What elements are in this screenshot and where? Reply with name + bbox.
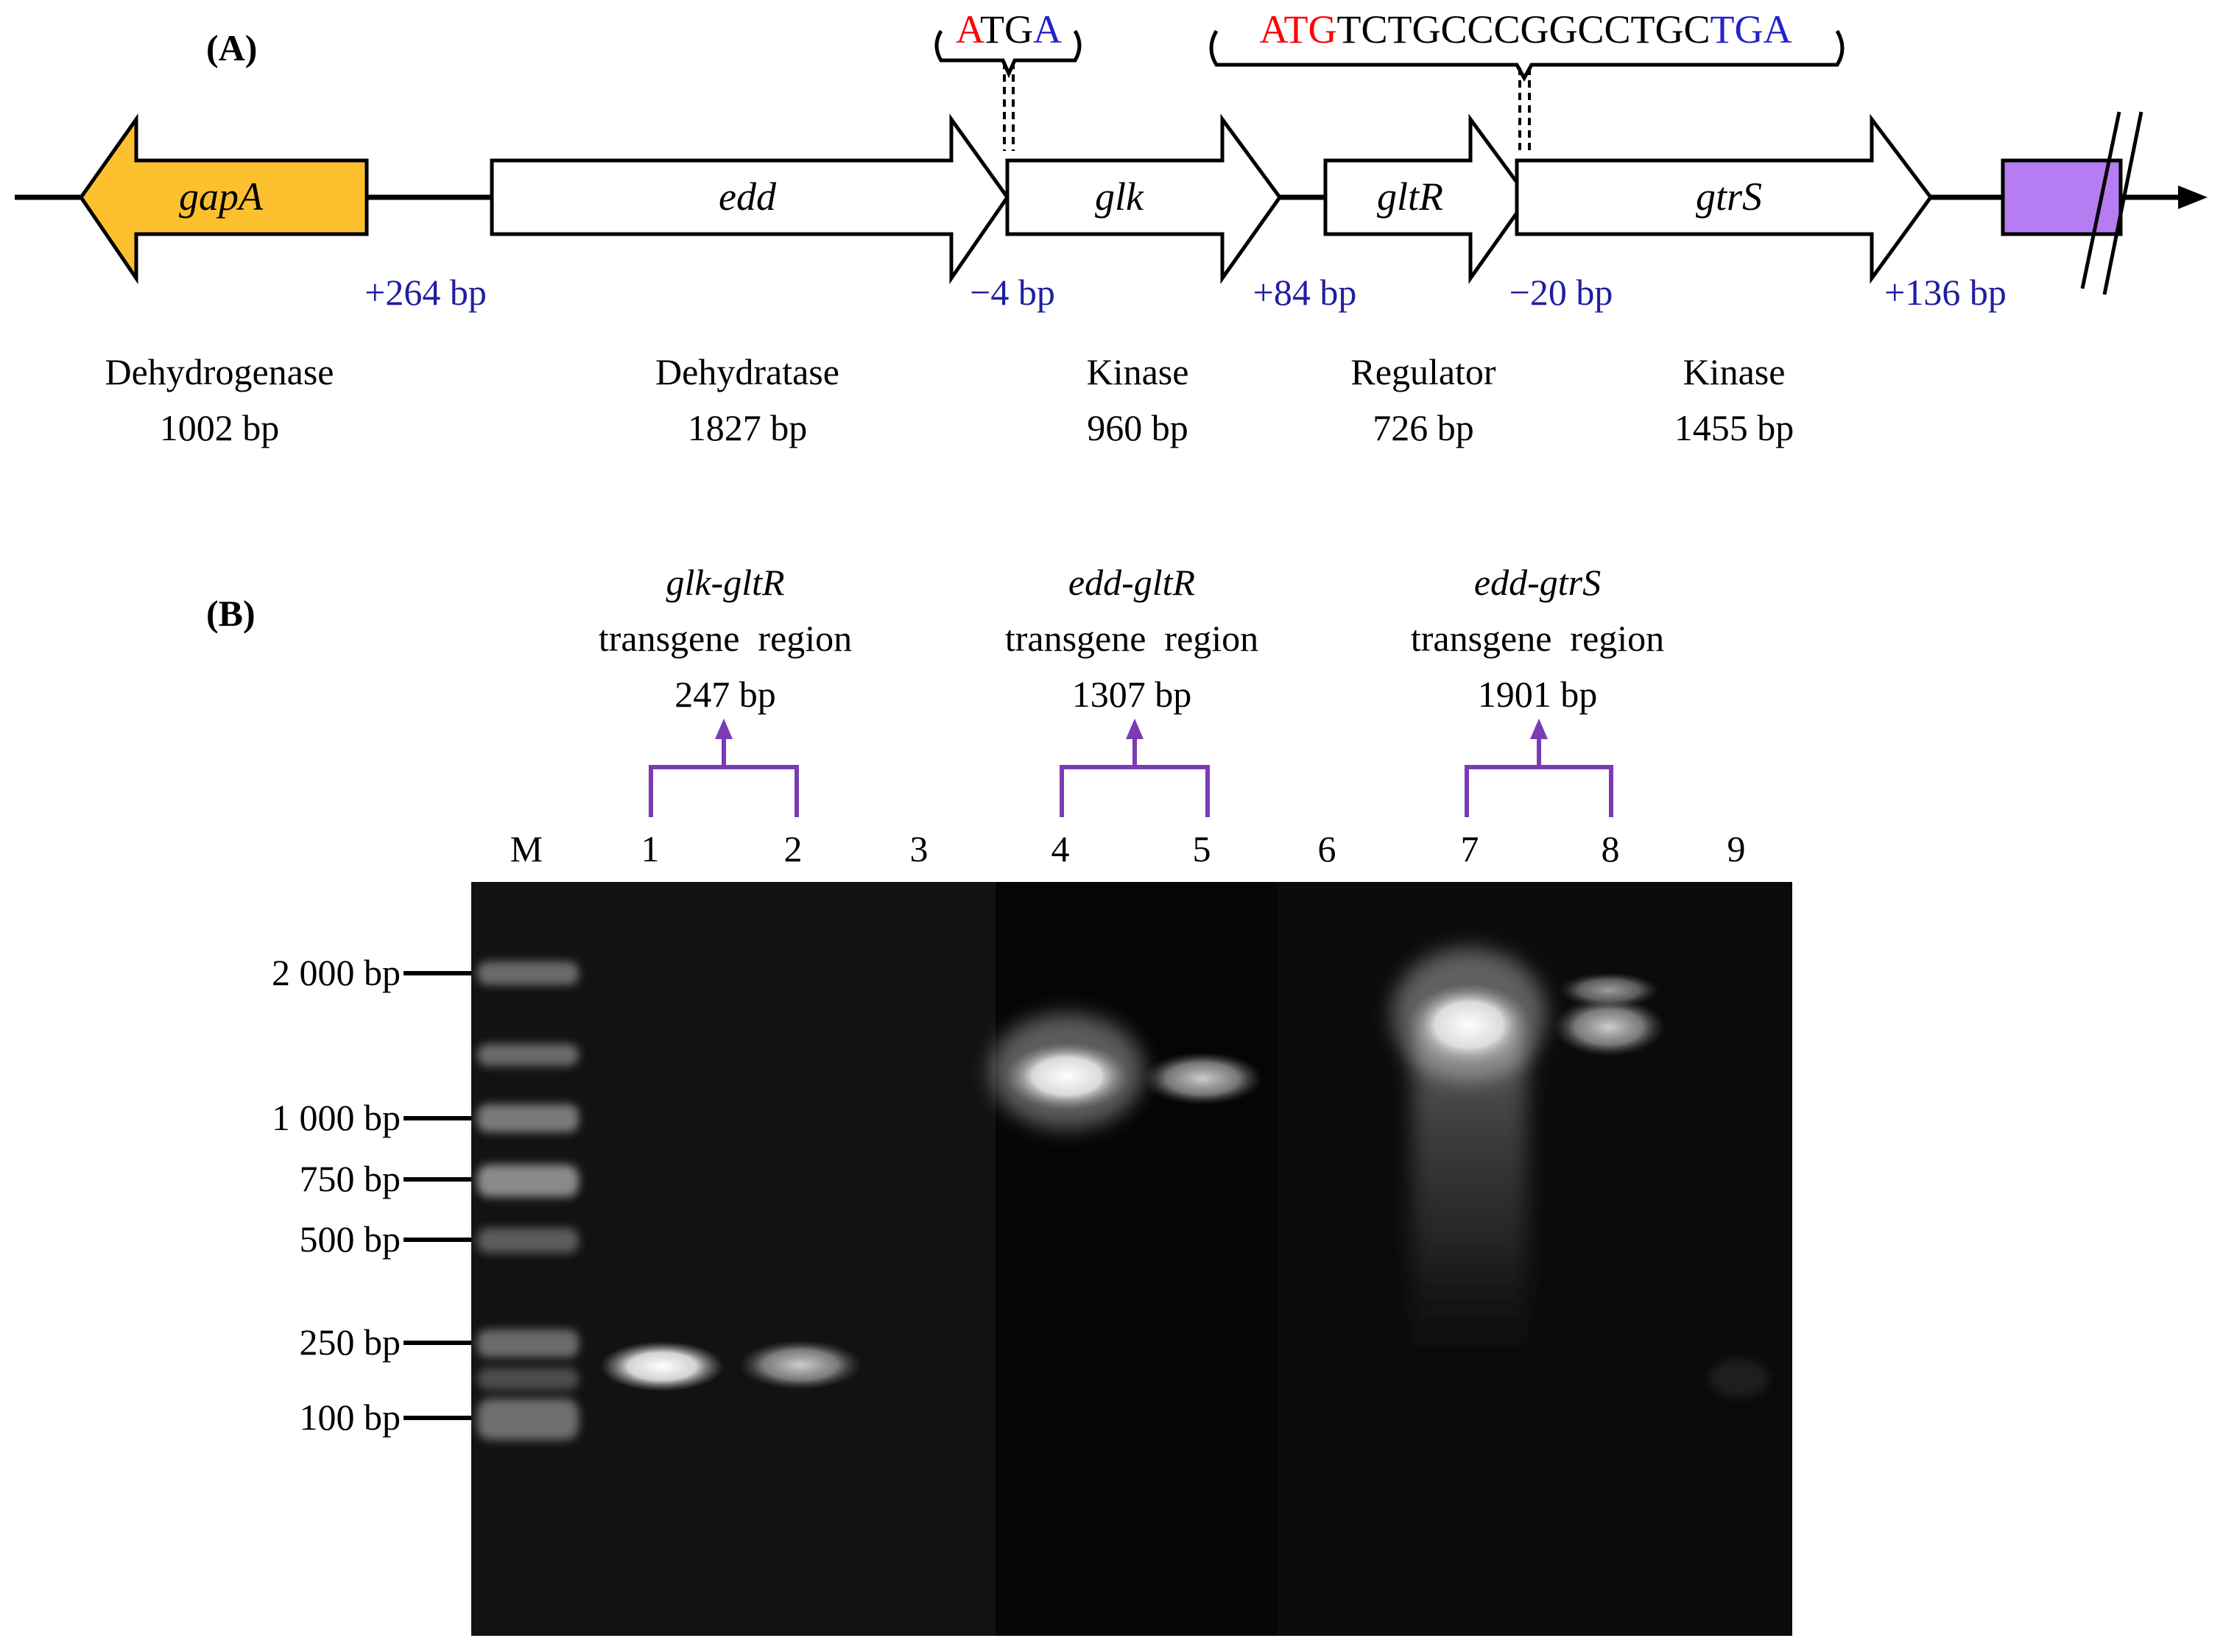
gene-length-gltr: 726 bp	[1373, 407, 1474, 448]
intergenic-gltr-gtrs: −20 bp	[1509, 272, 1613, 313]
group-2-size: 1307 bp	[1072, 674, 1192, 715]
band-lane-1	[600, 1341, 724, 1391]
lane-label-8: 8	[1602, 828, 1620, 869]
overlap-1-start-codon: A	[956, 7, 984, 52]
group-2-title: edd-gltR	[1068, 562, 1195, 603]
lane-label-m: M	[510, 828, 543, 869]
gel-section-left	[471, 882, 996, 1636]
overlap-2-stop-codon: TGA	[1711, 7, 1792, 52]
gene-function-glk: Kinase	[1087, 351, 1189, 392]
ladder-lane	[477, 961, 579, 1440]
ladder-band-100	[477, 1399, 579, 1440]
band-lane-7	[1407, 984, 1531, 1066]
lane-label-1: 1	[641, 828, 660, 869]
ladder-band-250	[477, 1330, 579, 1358]
group-3-bracket	[1465, 736, 1613, 817]
band-lane-4	[1005, 1042, 1129, 1110]
band-lane-2	[739, 1340, 862, 1390]
ladder-band-750	[477, 1165, 579, 1197]
band-lane-5	[1142, 1052, 1263, 1105]
gene-function-gltr: Regulator	[1350, 351, 1496, 392]
group-2-arrowhead	[1126, 719, 1144, 739]
group-3-subtitle: transgene region	[1411, 618, 1664, 659]
overlap-2-sequence: ATGTCTGCCCGGCCTGCTGA	[1259, 7, 1792, 52]
gene-name-glk: glk	[1095, 174, 1144, 219]
group-1-bracket	[649, 736, 799, 817]
gene-arrow-gtrs	[1515, 113, 1934, 284]
marker-label-250: 250 bp	[300, 1321, 401, 1363]
lane-label-9: 9	[1727, 828, 1746, 869]
marker-label-500: 500 bp	[300, 1218, 401, 1260]
gene-arrow-edd	[490, 113, 1010, 285]
band-lane-8-upper	[1559, 973, 1659, 1008]
marker-label-100: 100 bp	[300, 1397, 401, 1438]
gel-image	[471, 882, 1792, 1636]
lane-label-4: 4	[1051, 828, 1070, 869]
ladder-band-200	[477, 1368, 579, 1390]
gene-name-edd: edd	[719, 174, 777, 219]
gene-length-gtrs: 1455 bp	[1674, 407, 1794, 448]
gel-section-middle	[996, 882, 1277, 1636]
intergenic-gapa-edd: +264 bp	[364, 272, 487, 313]
overlap-2-middle: TCTGCCCGGCCTGC	[1336, 7, 1710, 52]
panel-a-label: (A)	[206, 27, 257, 68]
overlap-2-brace	[1209, 29, 1845, 82]
lane-label-2: 2	[784, 828, 803, 869]
group-3-size: 1901 bp	[1478, 674, 1598, 715]
overlap-2-start-codon: ATG	[1259, 7, 1336, 52]
lane-label-6: 6	[1318, 828, 1336, 869]
group-3-arrowhead	[1530, 719, 1548, 739]
group-1-size: 247 bp	[674, 674, 776, 715]
intergenic-edd-glk: −4 bp	[970, 272, 1055, 313]
intergenic-gtrs-end: +136 bp	[1884, 272, 2007, 313]
ladder-band-500	[477, 1228, 579, 1253]
gene-function-gapa: Dehydrogenase	[105, 351, 334, 392]
overlap-1-stop-end: A	[1033, 7, 1062, 52]
panel-b-label: (B)	[206, 593, 256, 634]
marker-label-750: 750 bp	[300, 1158, 401, 1199]
ladder-band-2000	[477, 961, 579, 985]
gene-function-edd: Dehydratase	[655, 351, 839, 392]
marker-label-1000: 1 000 bp	[272, 1097, 401, 1138]
overlap-1-sequence: ATGA	[956, 7, 1062, 52]
intergenic-glk-gltr: +84 bp	[1253, 272, 1357, 313]
marker-label-2000: 2 000 bp	[272, 952, 401, 993]
ladder-band-1500	[477, 1044, 579, 1066]
gene-arrow-gapa	[78, 113, 369, 285]
group-1-arrowhead	[715, 719, 733, 739]
panel-b: (B) glk-gltR transgene region 247 bp edd…	[206, 562, 1792, 1636]
smear-lane-7	[1412, 1038, 1527, 1377]
group-2-bracket	[1060, 736, 1210, 817]
panel-a: (A) gapA edd glk gltR gtrS ATGA	[15, 7, 2208, 448]
group-3-title: edd-gtrS	[1474, 562, 1601, 603]
overlap-1-middle: TG	[980, 7, 1033, 52]
gene-function-gtrs: Kinase	[1683, 351, 1786, 392]
backbone-arrowhead	[2178, 186, 2208, 209]
lane-label-7: 7	[1461, 828, 1479, 869]
group-1-title: glk-gltR	[666, 562, 784, 603]
lane-label-5: 5	[1193, 828, 1211, 869]
overlap-1-brace	[934, 29, 1082, 79]
gene-length-edd: 1827 bp	[688, 407, 808, 448]
group-2-subtitle: transgene region	[1005, 618, 1258, 659]
ladder-band-1000	[477, 1104, 579, 1132]
gene-name-gltr: gltR	[1377, 174, 1443, 219]
break-mark-2	[2102, 111, 2143, 295]
faint-spot-lane-9	[1710, 1359, 1769, 1397]
gene-length-glk: 960 bp	[1087, 407, 1188, 448]
band-lane-8	[1553, 998, 1665, 1056]
gene-length-gapa: 1002 bp	[160, 407, 280, 448]
gene-name-gapa: gapA	[179, 174, 264, 219]
lane-label-3: 3	[910, 828, 929, 869]
break-mark-1	[2080, 111, 2121, 289]
group-1-subtitle: transgene region	[599, 618, 852, 659]
gene-name-gtrs: gtrS	[1696, 174, 1762, 219]
gene-arrow-gltr	[1323, 113, 1531, 284]
gene-arrow-glk	[1005, 113, 1283, 284]
